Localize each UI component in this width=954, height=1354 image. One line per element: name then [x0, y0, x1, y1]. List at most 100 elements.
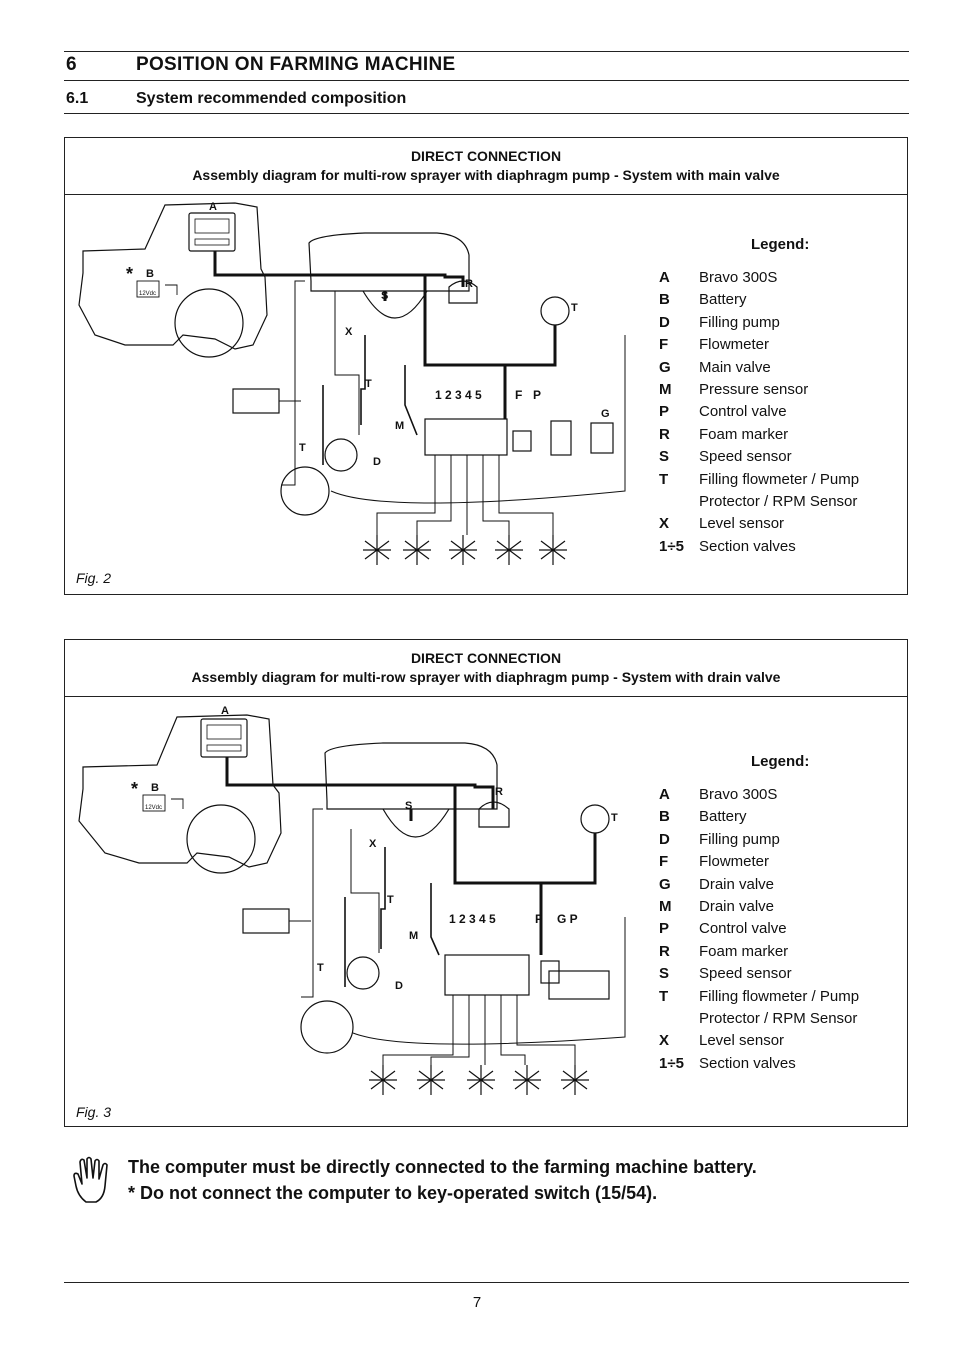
legend-key: T [659, 470, 669, 488]
label-gp: G P [557, 912, 578, 926]
legend-text: Flowmeter [699, 336, 770, 354]
subsection-number: 6.1 [66, 90, 89, 107]
legend-key: A [659, 269, 670, 286]
figure-2-heading: DIRECT CONNECTION Assembly diagram for m… [65, 138, 907, 195]
label-f: F [535, 912, 542, 926]
figure-2-legend-title: Legend: [751, 236, 810, 253]
legend-text: Bravo 300S [699, 269, 778, 286]
label-t-speed: T [611, 812, 618, 824]
label-a: A [209, 201, 217, 213]
legend-key: D [659, 830, 670, 848]
legend-key: R [659, 425, 670, 443]
figure-3-diagram: A * B 12Vdc S X R T T T D M 1 2 3 4 5 F … [78, 705, 626, 1095]
legend-text: Flowmeter [699, 853, 770, 871]
battery [136, 280, 160, 298]
tractor-outline [78, 714, 282, 868]
legend-item: T Filling flowmeter / Pump Protector / RP… [659, 986, 889, 1031]
label-t-speed: T [571, 302, 578, 314]
legend-key: P [659, 920, 670, 938]
section-rule [64, 80, 909, 81]
legend-key: T [659, 987, 669, 1005]
legend-text: Filling flowmeter / Pump Protector / RPM… [699, 987, 860, 1028]
legend-key: M [659, 381, 672, 399]
figure-2-diagram: A * B 12Vdc S X R T T T D M 1 2 3 4 5 F … [78, 201, 626, 565]
nozzle-cluster-1 [369, 1065, 397, 1095]
filling-flowmeter [232, 388, 280, 414]
legend-key: P [659, 403, 670, 421]
label-x: X [369, 838, 377, 850]
figure-2-heading-line1: DIRECT CONNECTION [410, 148, 562, 164]
legend-text: Drain valve [699, 898, 775, 916]
nozzle-cluster-1 [363, 535, 391, 565]
legend-text: Filling flowmeter / Pump Protector / RPM… [699, 470, 860, 511]
label-x: X [345, 326, 353, 338]
nozzle-cluster-5 [539, 535, 567, 565]
top-rule [64, 51, 909, 52]
filling-flowmeter [242, 908, 290, 934]
label-sections: 1 2 3 4 5 [449, 912, 496, 926]
legend-item: R Foam marker [659, 424, 889, 446]
legend-item: M Pressure sensor [659, 379, 889, 401]
figure-3-heading-line1: DIRECT CONNECTION [410, 650, 562, 666]
diaphragm-pump [280, 466, 330, 516]
nozzle-cluster-4 [513, 1065, 541, 1095]
legend-key: S [659, 965, 670, 983]
legend-item: P Control valve [659, 918, 889, 940]
label-star: * [131, 779, 138, 799]
figure-3-caption: Fig. 3 [76, 1104, 112, 1120]
legend-key: B [659, 808, 670, 826]
tank [324, 742, 498, 810]
legend-text: Section valves [699, 1054, 796, 1072]
label-f: F [515, 388, 522, 402]
pump [346, 956, 380, 990]
label-battery: 12Vdc [145, 805, 162, 811]
legend-text: Drain valve [699, 875, 775, 893]
figure-3-heading: DIRECT CONNECTION Assembly diagram for m… [65, 640, 907, 697]
console-a [200, 718, 248, 758]
label-s: S [405, 800, 412, 812]
figure-3-legend-title: Legend: [751, 753, 810, 770]
nozzle-cluster-4 [495, 535, 523, 565]
tank [308, 232, 470, 292]
legend-text: Pressure sensor [699, 381, 809, 399]
legend-text: Control valve [699, 920, 787, 938]
legend-key: F [659, 853, 669, 871]
valve-block [424, 418, 508, 456]
label-d: D [395, 980, 403, 992]
subsection-rule [64, 113, 909, 114]
legend-text: Foam marker [699, 425, 789, 443]
legend-text: Foam marker [699, 942, 789, 960]
legend-item: A Bravo 300S [659, 267, 889, 289]
legend-key: A [659, 786, 670, 803]
label-t-pump: T [317, 962, 324, 974]
speed-sensor [540, 296, 570, 326]
section-number: 6 [66, 54, 77, 75]
label-s: S [381, 290, 388, 302]
main-valve-g [590, 422, 614, 454]
legend-text: Battery [699, 291, 747, 309]
label-r: R [465, 278, 473, 290]
legend-key: G [659, 358, 671, 376]
legend-key: M [659, 898, 672, 916]
label-a: A [221, 705, 229, 717]
legend-key: X [659, 515, 670, 533]
legend-text: Section valves [699, 537, 796, 555]
figure-2-heading-line2: Assembly diagram for multi-row sprayer w… [192, 167, 780, 183]
tank-sump [382, 808, 450, 838]
console-a [188, 212, 236, 252]
figure-2: DIRECT CONNECTION Assembly diagram for m… [64, 137, 908, 595]
label-b: B [151, 782, 159, 794]
legend-text: Speed sensor [699, 448, 792, 466]
